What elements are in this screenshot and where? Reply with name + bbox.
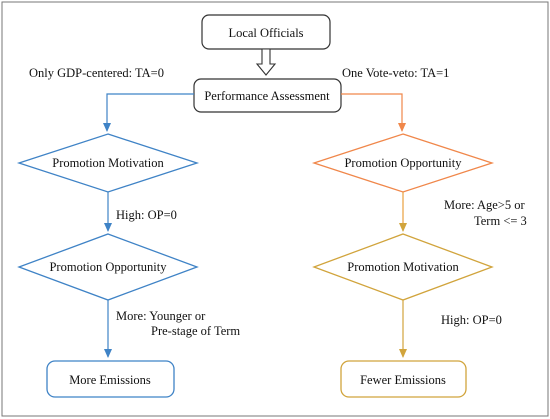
right-more-label-line2: Term <= 3 xyxy=(474,214,527,228)
local-officials-label: Local Officials xyxy=(228,26,303,40)
performance-assessment-label: Performance Assessment xyxy=(204,89,330,103)
fewer-emissions-label: Fewer Emissions xyxy=(360,373,446,387)
fewer-emissions-box xyxy=(340,360,467,398)
performance-assessment-box xyxy=(193,78,342,113)
left-more-label-line2: Pre-stage of Term xyxy=(151,324,240,338)
more-emissions-box xyxy=(46,360,175,398)
right-promotion-opportunity-label: Promotion Opportunity xyxy=(344,156,462,170)
left-high-label: High: OP=0 xyxy=(116,208,177,222)
left-promotion-motivation-label: Promotion Motivation xyxy=(52,156,164,170)
right-more-label-line1: More: Age>5 or xyxy=(444,198,525,212)
right-branch-connector xyxy=(341,93,406,132)
hollow-down-arrow xyxy=(255,48,277,76)
left-promotion-opportunity-label: Promotion Opportunity xyxy=(49,260,167,274)
right-high-label: High: OP=0 xyxy=(441,313,502,327)
left-branch-label: Only GDP-centered: TA=0 xyxy=(29,66,164,80)
right-branch-label: One Vote-veto: TA=1 xyxy=(342,66,449,80)
left-branch-connector xyxy=(103,93,194,132)
more-emissions-label: More Emissions xyxy=(69,373,151,387)
right-promotion-motivation-label: Promotion Motivation xyxy=(347,260,459,274)
left-more-label-line1: More: Younger or xyxy=(116,309,206,323)
